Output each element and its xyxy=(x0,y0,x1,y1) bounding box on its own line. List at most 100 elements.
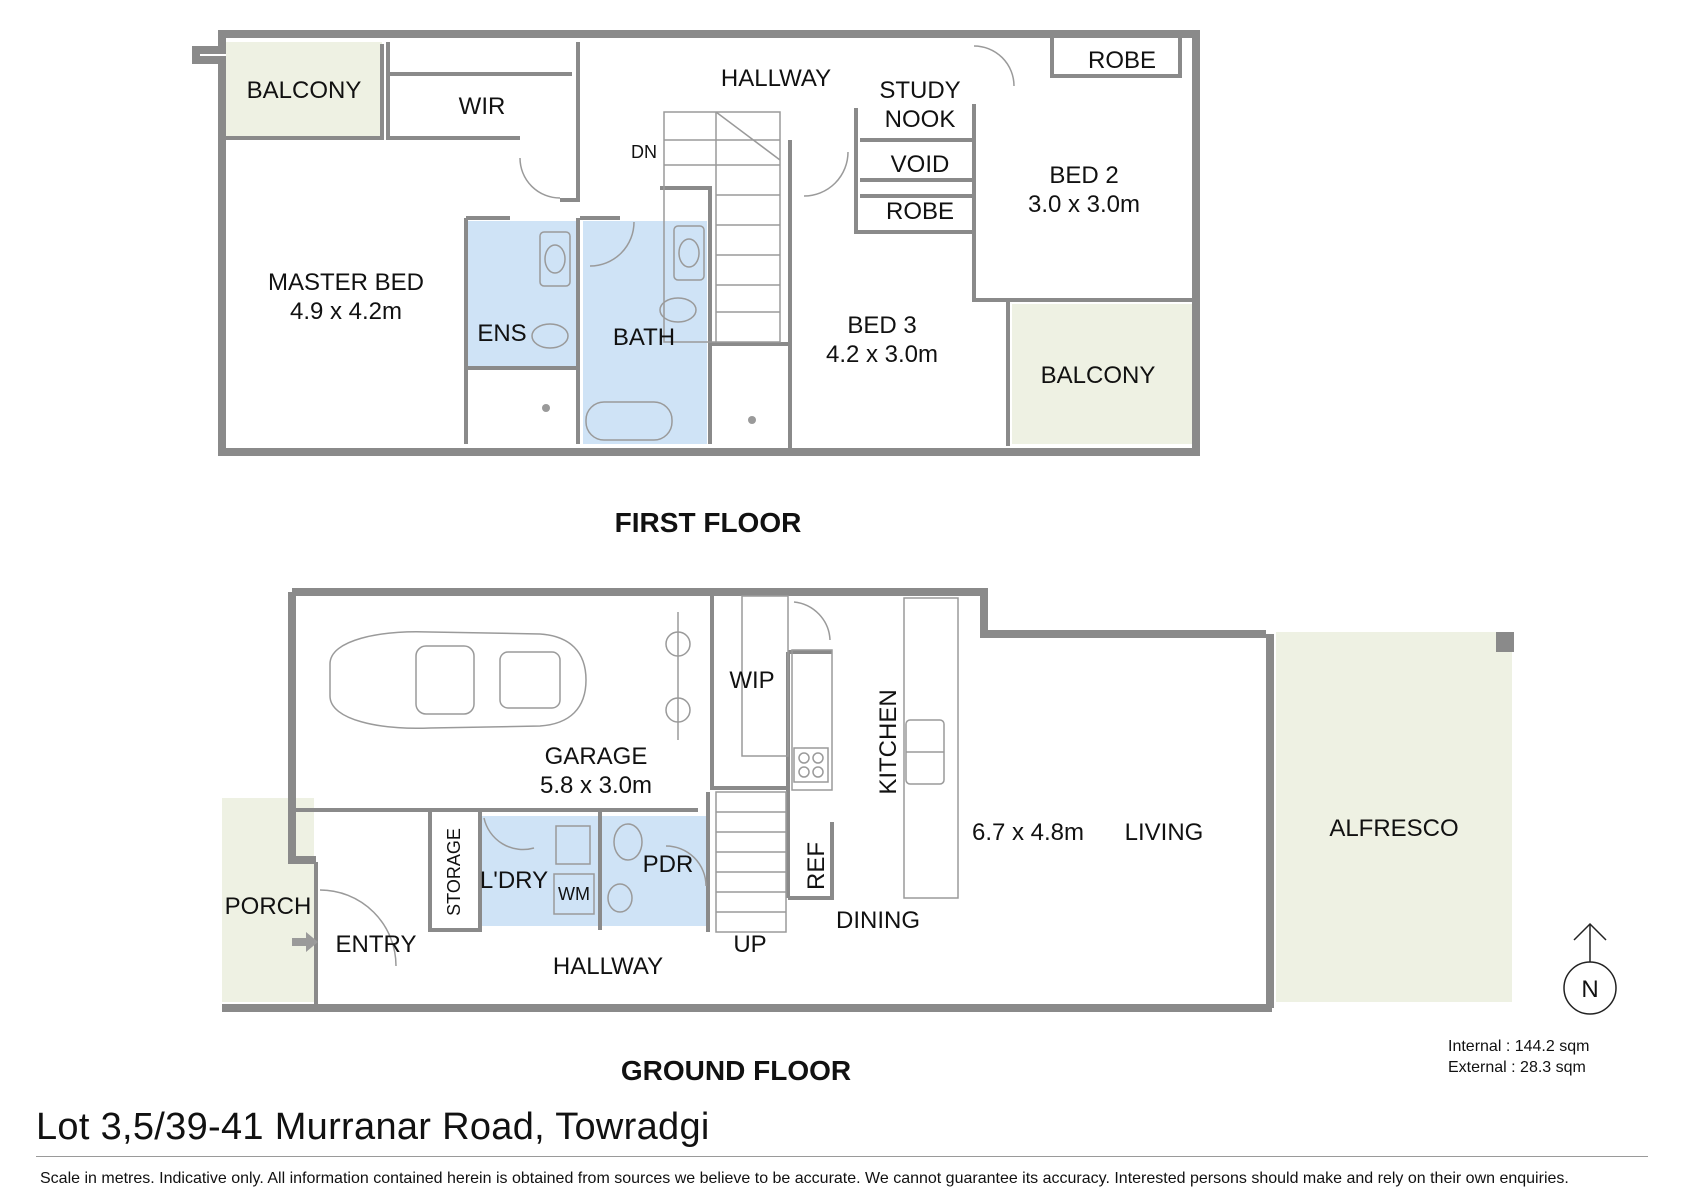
room-size-garage: 5.8 x 3.0m xyxy=(540,772,652,799)
divider xyxy=(36,1156,1648,1157)
cooktop-icon xyxy=(793,747,829,783)
room-label-laundry: L'DRY xyxy=(480,867,548,894)
bathtub-icon xyxy=(585,401,673,441)
shower-icon xyxy=(542,404,550,412)
door-swing xyxy=(589,221,635,267)
bathroom-area xyxy=(583,221,707,444)
balcony-nw-area xyxy=(226,42,382,138)
room-label-living: LIVING xyxy=(1125,819,1204,846)
first-floor-stair xyxy=(663,111,781,343)
room-label-balcony-se: BALCONY xyxy=(1041,362,1156,389)
wall xyxy=(854,108,972,234)
kitchen-island xyxy=(903,597,959,899)
room-size-bed2: 3.0 x 3.0m xyxy=(1028,191,1140,218)
room-label-balcony-nw: BALCONY xyxy=(247,77,362,104)
ground-floor-outer-wall xyxy=(292,588,1266,638)
room-size-living: 6.7 x 4.8m xyxy=(972,819,1084,846)
kitchen-bench xyxy=(791,649,833,791)
wip-shelf xyxy=(741,595,789,757)
bath-basin-icon xyxy=(678,238,700,268)
room-label-master-bed: MASTER BED xyxy=(268,269,424,296)
shower-icon xyxy=(748,416,756,424)
bath-vanity xyxy=(673,225,705,281)
external-area-value: : 28.3 sqm xyxy=(1511,1059,1586,1076)
room-label-hallway-first: HALLWAY xyxy=(721,65,831,92)
laundry-area xyxy=(480,816,598,926)
room-label-hallway-ground: HALLWAY xyxy=(553,953,663,980)
ground-floor-outer-wall xyxy=(288,592,316,864)
washing-machine xyxy=(553,873,595,915)
ground-floor-stair xyxy=(715,791,787,933)
room-label-entry: ENTRY xyxy=(336,931,417,958)
alfresco-area xyxy=(1276,632,1512,1002)
wall xyxy=(788,822,834,900)
kitchen-sink-icon xyxy=(905,719,945,785)
door-swing xyxy=(665,845,707,887)
room-label-pdr: PDR xyxy=(643,851,694,878)
door-swing xyxy=(319,889,397,967)
room-size-bed3: 4.2 x 3.0m xyxy=(826,341,938,368)
disclaimer-text: Scale in metres. Indicative only. All in… xyxy=(40,1170,1569,1187)
room-label-wm: WM xyxy=(558,884,590,904)
room-label-study-1: STUDY xyxy=(879,77,960,104)
internal-area-value: : 144.2 sqm xyxy=(1505,1038,1590,1055)
ensuite-toilet-icon xyxy=(531,323,569,349)
first-floor-outer-wall xyxy=(192,30,1200,456)
room-label-kitchen: KITCHEN xyxy=(875,689,902,794)
door-swing xyxy=(803,151,849,197)
door-swing xyxy=(519,157,561,199)
pdr-basin-icon xyxy=(607,883,633,913)
wall xyxy=(386,42,520,140)
stair-label-dn: DN xyxy=(631,142,657,162)
wall xyxy=(428,810,482,932)
wall xyxy=(226,44,384,140)
door-swing xyxy=(973,45,1015,87)
pdr-area xyxy=(602,816,706,926)
bath-toilet-icon xyxy=(659,297,697,323)
room-size-master-bed: 4.9 x 4.2m xyxy=(290,298,402,325)
room-label-storage: STORAGE xyxy=(444,828,464,916)
balcony-se-area xyxy=(1012,304,1194,444)
room-label-dining: DINING xyxy=(836,907,920,934)
floor-title-first: FIRST FLOOR xyxy=(615,507,802,538)
internal-area-label: Internal xyxy=(1448,1038,1502,1055)
alfresco-post xyxy=(1496,632,1514,652)
external-area-row: External : 28.3 sqm xyxy=(1448,1057,1589,1078)
first-floor-plan: BALCONY WIR HALLWAY STUDY NOOK ROBE DN V… xyxy=(192,30,1200,538)
room-label-bath: BATH xyxy=(613,324,675,351)
ensuite-basin-icon xyxy=(544,244,566,274)
room-label-bed3: BED 3 xyxy=(847,312,916,339)
wall xyxy=(1050,36,1182,78)
floor-title-ground: GROUND FLOOR xyxy=(621,1055,851,1086)
entry-arrow-icon xyxy=(292,932,318,952)
car-icon xyxy=(329,631,587,729)
room-label-study-2: NOOK xyxy=(885,106,956,133)
area-summary: Internal : 144.2 sqm External : 28.3 sqm xyxy=(1448,1036,1589,1078)
stair-label-up: UP xyxy=(733,931,766,958)
north-arrow-icon: N xyxy=(1563,922,1617,1015)
room-label-ens: ENS xyxy=(477,320,526,347)
external-area-label: External xyxy=(1448,1059,1507,1076)
bicycle-icon xyxy=(665,612,691,740)
porch-area xyxy=(222,798,314,1002)
room-label-void: VOID xyxy=(891,151,950,178)
property-address: Lot 3,5/39-41 Murranar Road, Towradgi xyxy=(36,1106,710,1148)
room-label-wip: WIP xyxy=(729,667,774,694)
room-label-wir: WIR xyxy=(459,93,506,120)
laundry-sink xyxy=(555,825,591,865)
wall xyxy=(560,42,580,202)
room-label-robe-ne: ROBE xyxy=(1088,47,1156,74)
room-label-bed2: BED 2 xyxy=(1049,162,1118,189)
wall xyxy=(972,104,1194,302)
room-label-ref: REF xyxy=(803,842,830,890)
pdr-toilet-icon xyxy=(613,823,643,861)
ensuite-vanity xyxy=(539,231,571,287)
door-swing xyxy=(793,601,831,641)
room-label-garage: GARAGE xyxy=(545,743,648,770)
door-swing xyxy=(483,817,535,851)
ground-floor-plan: WIP GARAGE 5.8 x 3.0m KITCHEN STORAGE L'… xyxy=(222,588,1514,1086)
north-label: N xyxy=(1581,976,1598,1003)
room-label-porch: PORCH xyxy=(225,893,312,920)
internal-area-row: Internal : 144.2 sqm xyxy=(1448,1036,1589,1057)
